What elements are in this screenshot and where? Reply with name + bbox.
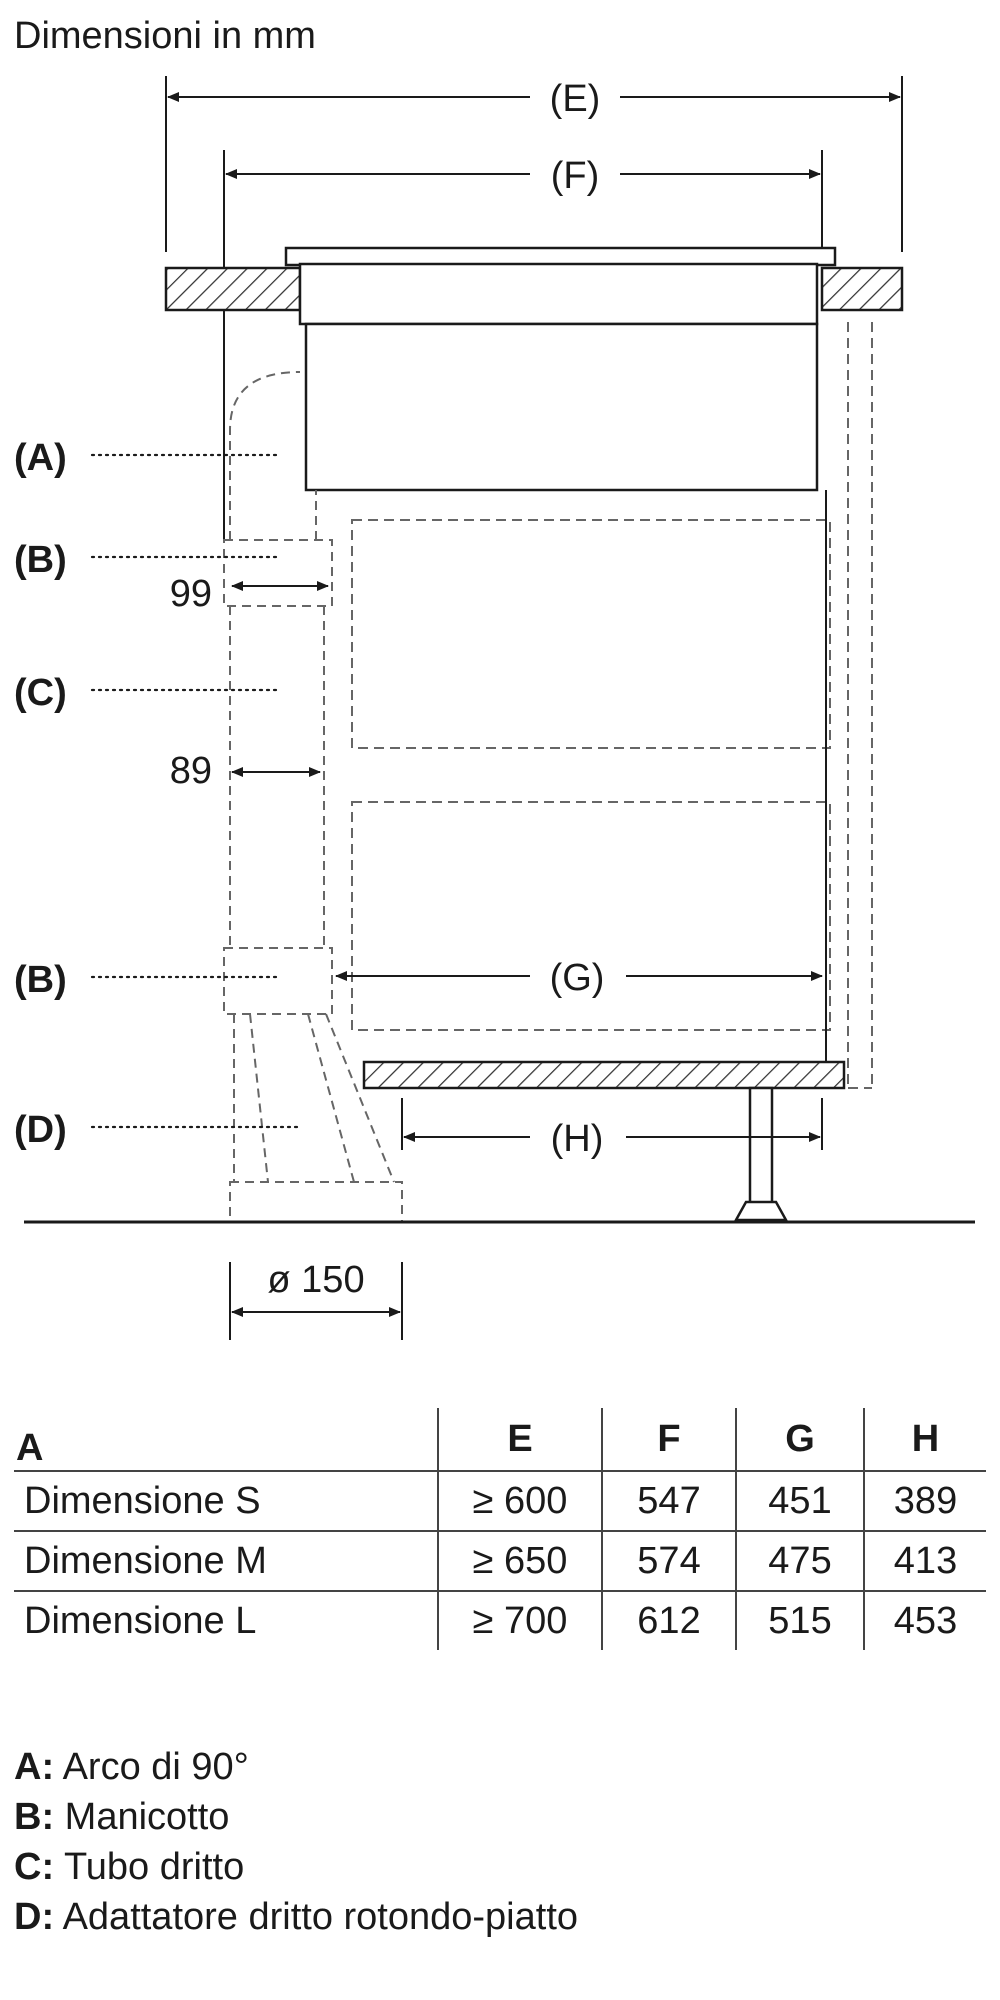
cabinet-outline (351, 322, 873, 1089)
dimension-99-label: 99 (170, 573, 212, 615)
dimension-e-label: (E) (550, 78, 601, 120)
legend-key: A: (14, 1746, 55, 1788)
dimension-f-label: (F) (551, 155, 600, 197)
legend-key: C: (14, 1846, 55, 1888)
dimension-h-label: (H) (551, 1118, 604, 1160)
table-row: Dimensione S ≥ 600 547 451 389 (14, 1470, 986, 1531)
table-row: Dimensione L ≥ 700 612 515 453 (14, 1590, 986, 1650)
table-header-f: F (601, 1408, 736, 1471)
duct-coupling-top (223, 539, 333, 607)
dimension-89-label: 89 (170, 750, 212, 792)
dimension-g: (G) (335, 957, 823, 999)
legend-item: D: Adattatore dritto rotondo-piatto (14, 1892, 578, 1942)
table-cell: 612 (601, 1590, 736, 1650)
duct-coupling-bottom (223, 947, 333, 1015)
table-header-row: A E F G H (14, 1408, 986, 1471)
worktop (164, 266, 904, 312)
dimension-diameter: ø 150 (231, 1259, 401, 1317)
legend: A: Arco di 90° B: Manicotto C: Tubo drit… (14, 1742, 578, 1942)
callout-d: (D) (14, 1109, 67, 1151)
table-header-g: G (735, 1408, 864, 1471)
callout-c: (C) (14, 672, 67, 714)
dimension-g-label: (G) (550, 957, 605, 999)
legend-text: Arco di 90° (62, 1746, 249, 1788)
installation-diagram: Dimensioni in mm (E) (F) (14, 15, 975, 1340)
table-cell: ≥ 600 (437, 1470, 602, 1531)
callout-b-top: (B) (14, 539, 67, 581)
duct-adapter-base (229, 1181, 403, 1223)
table-cell: 547 (601, 1470, 736, 1531)
table-cell: 515 (735, 1590, 864, 1650)
table-cell: Dimensione M (14, 1530, 438, 1591)
callout-b-bottom: (B) (14, 959, 67, 1001)
table-row: Dimensione M ≥ 650 574 475 413 (14, 1530, 986, 1591)
dimension-99: 99 (170, 573, 329, 615)
dimension-table: A E F G H Dimensione S ≥ 600 547 451 389… (14, 1408, 986, 1650)
table-cell: ≥ 650 (437, 1530, 602, 1591)
dimension-h: (H) (403, 1118, 821, 1160)
legend-item: B: Manicotto (14, 1792, 578, 1842)
callout-leaders (90, 453, 302, 1129)
dimension-diameter-label: ø 150 (267, 1259, 364, 1301)
table-cell: Dimensione S (14, 1470, 438, 1531)
cabinet-base (362, 1060, 846, 1222)
cabinet-leg (748, 1086, 774, 1210)
table-cell: 475 (735, 1530, 864, 1591)
dimension-f: (F) (225, 155, 821, 197)
legend-key: D: (14, 1896, 55, 1938)
table-header-e: E (437, 1408, 602, 1471)
duct-bend (229, 371, 301, 540)
duct-system (223, 371, 403, 1223)
legend-item: A: Arco di 90° (14, 1742, 578, 1792)
legend-item: C: Tubo dritto (14, 1842, 578, 1892)
legend-key: B: (14, 1796, 55, 1838)
extension-lines (165, 76, 903, 1340)
table-cell: ≥ 700 (437, 1590, 602, 1650)
table-header-a: A (16, 1427, 44, 1469)
table-cell: 389 (863, 1470, 986, 1531)
legend-text: Manicotto (64, 1796, 230, 1838)
table-cell: 453 (863, 1590, 986, 1650)
legend-text: Adattatore dritto rotondo-piatto (62, 1896, 579, 1938)
legend-text: Tubo dritto (63, 1846, 245, 1888)
table-cell: 451 (735, 1470, 864, 1531)
diagram-title: Dimensioni in mm (14, 15, 316, 57)
table-cell: Dimensione L (14, 1590, 438, 1650)
cooktop (284, 246, 837, 492)
dimension-e: (E) (167, 78, 901, 120)
dimension-89: 89 (170, 750, 321, 792)
table-header-h: H (863, 1408, 986, 1471)
table-cell: 413 (863, 1530, 986, 1591)
table-cell: 574 (601, 1530, 736, 1591)
callout-a: (A) (14, 437, 67, 479)
